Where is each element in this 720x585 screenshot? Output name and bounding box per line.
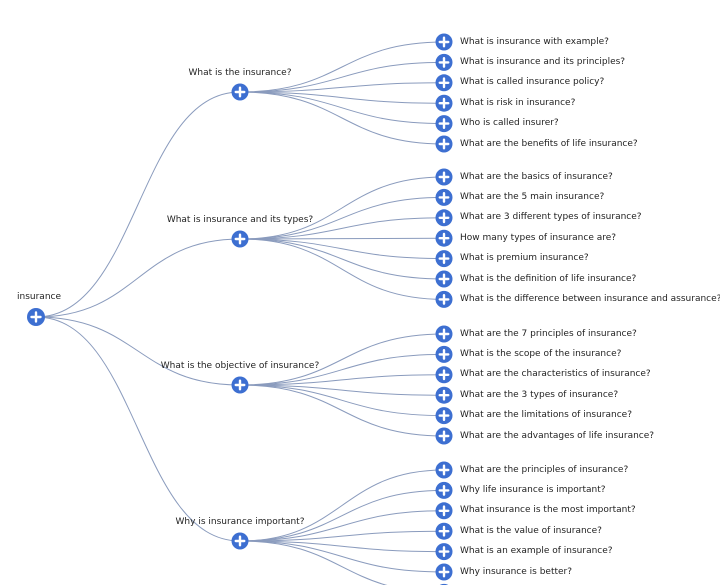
leaf-node-label: What is the scope of the insurance? <box>460 348 622 359</box>
branch-node-label: What is insurance and its types? <box>166 214 314 225</box>
connector-branch-leaf <box>239 238 445 260</box>
branch-node-expand-button[interactable] <box>231 230 249 248</box>
connector-branch-leaf <box>239 82 445 93</box>
leaf-node-expand-button[interactable] <box>435 366 453 384</box>
leaf-node-label: What are the benefits of life insurance? <box>460 138 638 149</box>
connector-branch-leaf <box>239 91 445 125</box>
leaf-node-label: Why insurance is better? <box>460 566 573 577</box>
leaf-node-label: What are the 3 types of insurance? <box>460 389 619 400</box>
leaf-node-label: What is an example of insurance? <box>460 546 613 557</box>
leaf-node-expand-button[interactable] <box>435 407 453 425</box>
leaf-node-label: What are 3 different types of insurance? <box>460 212 642 223</box>
connector-branch-leaf <box>239 374 445 386</box>
connector-branch-leaf <box>239 540 388 585</box>
leaf-node-expand-button[interactable] <box>435 135 453 153</box>
leaf-node-expand-button[interactable] <box>435 325 453 343</box>
connector-branch-leaf <box>239 238 445 280</box>
leaf-node-label: What is called insurance policy? <box>460 77 605 88</box>
connector-branch-leaf <box>239 238 445 300</box>
leaf-node-expand-button[interactable] <box>435 563 453 581</box>
leaf-node-expand-button[interactable] <box>435 168 453 186</box>
leaf-node-expand-button[interactable] <box>435 53 453 71</box>
connector-branch-leaf <box>239 540 445 573</box>
leaf-node-expand-button[interactable] <box>435 94 453 112</box>
leaf-node-expand-button[interactable] <box>435 386 453 404</box>
connector-root-branch <box>35 238 241 318</box>
connector-branch-leaf <box>239 91 445 104</box>
leaf-node-label: What is insurance with example? <box>460 36 609 47</box>
branch-node-label: Why is insurance important? <box>175 516 305 527</box>
connector-branch-leaf <box>239 510 445 542</box>
leaf-node-expand-button[interactable] <box>435 229 453 247</box>
connector-branch-leaf <box>239 217 445 240</box>
connector-branch-leaf <box>239 384 445 417</box>
connector-branch-leaf <box>239 91 445 145</box>
branch-node-expand-button[interactable] <box>231 532 249 550</box>
leaf-node-expand-button[interactable] <box>435 290 453 308</box>
connector-branch-leaf <box>239 353 445 386</box>
leaf-node-expand-button[interactable] <box>435 209 453 227</box>
connector-branch-leaf <box>239 333 445 386</box>
leaf-node-label: How many types of insurance are? <box>460 232 617 243</box>
branch-node-label: What is the objective of insurance? <box>160 360 320 371</box>
connector-root-branch <box>35 91 241 318</box>
connector-root-branch <box>35 316 241 386</box>
connector-branch-leaf <box>239 384 445 437</box>
leaf-node-expand-button[interactable] <box>435 522 453 540</box>
connector-branch-leaf <box>239 530 445 542</box>
connector-branch-leaf <box>239 237 445 240</box>
leaf-node-label: What insurance is the most important? <box>460 505 636 516</box>
leaf-node-label: What is insurance and its principles? <box>460 56 626 67</box>
leaf-node-label: What are the basics of insurance? <box>460 171 613 182</box>
connector-branch-leaf <box>239 540 445 553</box>
leaf-node-expand-button[interactable] <box>435 74 453 92</box>
leaf-node-label: What is the difference between insurance… <box>460 293 720 304</box>
connector-branch-leaf <box>239 41 445 93</box>
leaf-node-expand-button[interactable] <box>435 427 453 445</box>
leaf-node-expand-button[interactable] <box>435 502 453 520</box>
branch-node-expand-button[interactable] <box>231 376 249 394</box>
branch-node-expand-button[interactable] <box>231 83 249 101</box>
connector-branch-leaf <box>239 469 445 542</box>
leaf-node-expand-button[interactable] <box>435 481 453 499</box>
leaf-node-expand-button[interactable] <box>435 345 453 363</box>
connector-branch-leaf <box>239 384 445 396</box>
root-node-label: insurance <box>17 291 62 302</box>
leaf-node-label: Who is called insurer? <box>460 118 559 129</box>
leaf-node-label: What are the advantages of life insuranc… <box>460 430 655 441</box>
leaf-node-expand-button[interactable] <box>435 543 453 561</box>
leaf-node-expand-button[interactable] <box>435 33 453 51</box>
leaf-node-label: What is the value of insurance? <box>460 525 602 536</box>
leaf-node-label: What is risk in insurance? <box>460 97 576 108</box>
leaf-node-expand-button[interactable] <box>435 461 453 479</box>
leaf-node-expand-button[interactable] <box>435 270 453 288</box>
leaf-node-expand-button[interactable] <box>435 115 453 133</box>
root-node-expand-button[interactable] <box>27 308 45 326</box>
leaf-node-label: What are the 5 main insurance? <box>460 191 605 202</box>
leaf-node-label: What are the characteristics of insuranc… <box>460 369 651 380</box>
connector-branch-leaf <box>239 489 445 542</box>
leaf-node-expand-button[interactable] <box>435 188 453 206</box>
leaf-node-label: What is premium insurance? <box>460 253 589 264</box>
connector-branch-leaf <box>239 61 445 93</box>
branch-node-label: What is the insurance? <box>188 67 292 78</box>
connector-branch-leaf <box>239 196 445 240</box>
leaf-node-label: What are the principles of insurance? <box>460 464 629 475</box>
leaf-node-expand-button[interactable] <box>435 250 453 268</box>
leaf-node-label: Why life insurance is important? <box>460 484 606 495</box>
leaf-node-label: What are the limitations of insurance? <box>460 410 632 421</box>
connector-branch-leaf <box>239 176 445 240</box>
leaf-node-label: What is the definition of life insurance… <box>460 273 637 284</box>
connector-root-branch <box>35 316 241 542</box>
leaf-node-label: What are the 7 principles of insurance? <box>460 328 637 339</box>
